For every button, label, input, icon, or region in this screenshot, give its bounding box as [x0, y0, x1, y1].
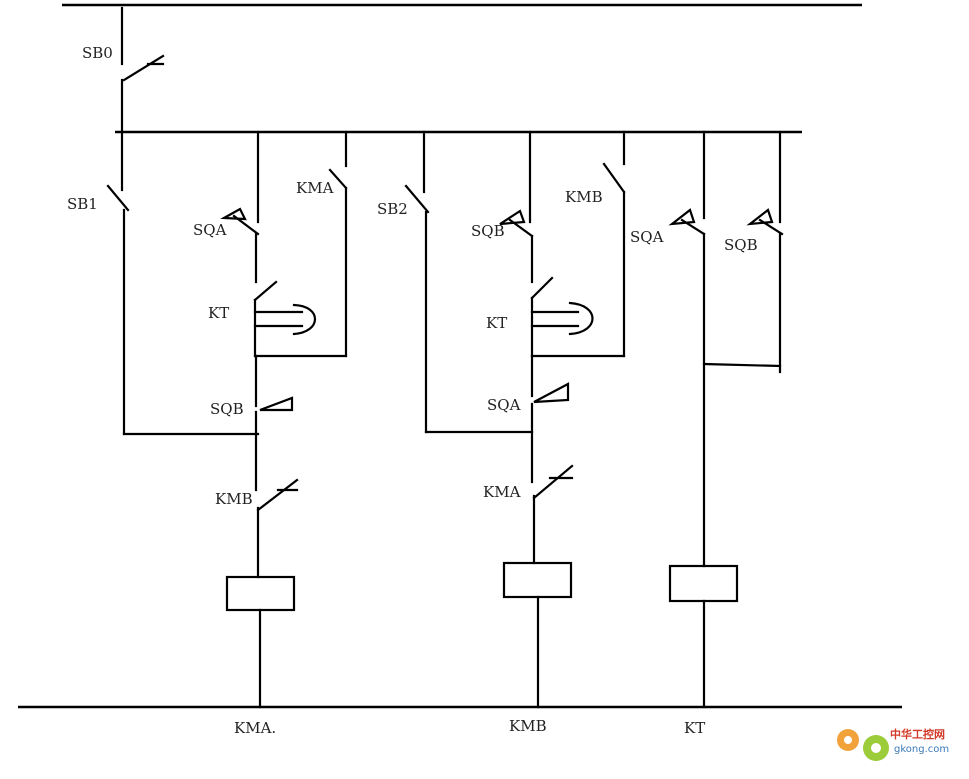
label-sb2: SB2 [377, 200, 408, 218]
label-kt-1: KT [208, 304, 229, 322]
watermark-logo: 中华工控网 gkong.com [837, 727, 949, 761]
label-sqa-1: SQA [193, 221, 227, 239]
watermark-url: gkong.com [894, 744, 949, 755]
label-sqb-1: SQB [210, 400, 244, 418]
rung-kmb [404, 130, 626, 709]
sb0-stop-button [120, 6, 165, 134]
rung-kt [668, 130, 784, 709]
label-sqa-3: SQA [630, 228, 664, 246]
label-kt-2: KT [486, 314, 507, 332]
coil-kt-box [668, 564, 739, 603]
label-coil-kmb: KMB [509, 717, 547, 735]
watermark-title: 中华工控网 [890, 727, 945, 741]
label-sqa-2: SQA [487, 396, 521, 414]
label-sb0: SB0 [82, 44, 113, 62]
label-sb1: SB1 [67, 195, 98, 213]
coil-kmb-box [502, 561, 573, 599]
label-kmb-interlock: KMB [215, 490, 253, 508]
label-kmb-seal: KMB [565, 188, 603, 206]
coil-kma-box [225, 575, 296, 612]
rung-kma [106, 130, 348, 709]
label-coil-kma: KMA. [234, 719, 276, 737]
label-coil-kt: KT [684, 719, 705, 737]
label-sqb-2: SQB [471, 222, 505, 240]
label-kma-interlock: KMA [483, 483, 521, 501]
gear-icon [837, 729, 889, 761]
label-sqb-3: SQB [724, 236, 758, 254]
label-kma-seal: KMA [296, 179, 334, 197]
